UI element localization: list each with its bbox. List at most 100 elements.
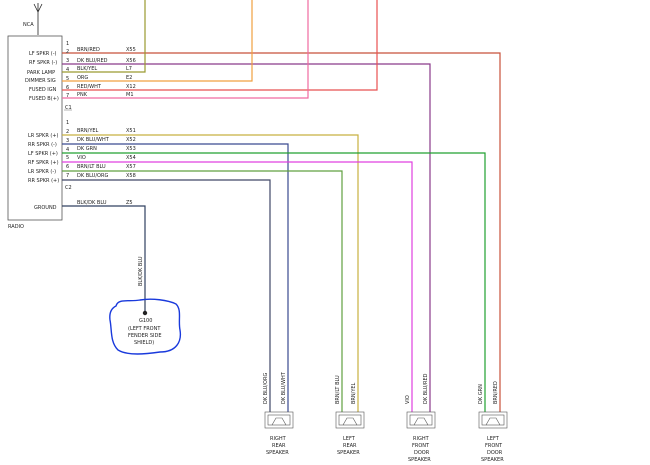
ground-point: BLK/DK BLU G100 (LEFT FRONT FENDER SIDE … [109, 256, 182, 355]
c1-pin-3: RF SPKR (-) 3 DK BLU/RED X56 [29, 58, 136, 66]
svg-text:DK GRN: DK GRN [77, 146, 97, 152]
c1-pin-1: 1 [66, 41, 69, 47]
c1-pin-5: DIMMER SIG 5 ORG E2 [25, 75, 132, 84]
svg-text:SPEAKER: SPEAKER [266, 450, 289, 456]
svg-text:E2: E2 [126, 75, 132, 81]
svg-text:RIGHT: RIGHT [413, 436, 430, 442]
svg-text:REAR: REAR [272, 443, 286, 449]
pin-function: LF SPKR (-) [29, 51, 57, 57]
svg-text:2: 2 [66, 129, 69, 135]
svg-text:X57: X57 [126, 164, 136, 170]
svg-text:LEFT: LEFT [487, 436, 500, 442]
speaker-wire-label: BRN/YEL [351, 382, 357, 404]
pin-function: RF SPKR (+) [28, 160, 59, 166]
svg-text:4: 4 [66, 67, 69, 73]
connector-c1-label: C1 [65, 105, 72, 111]
svg-text:X51: X51 [126, 128, 136, 134]
svg-text:PNK: PNK [77, 92, 88, 98]
svg-text:X12: X12 [126, 84, 136, 90]
speaker-right-front-door: VIO DK BLU/RED RIGHT FRONT DOOR SPEAKER [405, 373, 436, 463]
speaker-wire-label: DK BLU/RED [423, 373, 429, 404]
connector-c2-label: C2 [65, 185, 72, 191]
svg-text:M1: M1 [126, 92, 134, 98]
c1-pin-4: PARK LAMP 4 BLK/YEL L7 [27, 66, 132, 76]
c1-pins: 1 LF SPKR (-) 2 BRN/RED X55 RF SPKR (-) … [25, 41, 136, 102]
svg-text:LEFT: LEFT [343, 436, 356, 442]
speaker-wire-label: VIO [405, 395, 411, 404]
pin-function: LR SPKR (+) [28, 133, 59, 139]
pin-function: GROUND [34, 205, 57, 211]
speaker-wire-label: BRN/RED [493, 381, 499, 404]
speaker-left-rear: BRN/LT BLU BRN/YEL LEFT REAR SPEAKER [335, 375, 365, 456]
svg-text:SPEAKER: SPEAKER [408, 457, 431, 463]
svg-text:REAR: REAR [343, 443, 357, 449]
svg-text:RIGHT: RIGHT [270, 436, 287, 442]
c1-pin-7: FUSED B(+) 7 PNK M1 [29, 92, 134, 102]
svg-text:X55: X55 [126, 47, 136, 53]
ground-id: G100 [139, 318, 152, 324]
svg-text:6: 6 [66, 85, 69, 91]
wires [62, 0, 501, 412]
svg-text:FRONT: FRONT [412, 443, 430, 449]
svg-text:6: 6 [66, 164, 69, 170]
speaker-wire-label: DK GRN [478, 384, 484, 404]
svg-text:DK BLU/RED: DK BLU/RED [77, 58, 108, 64]
ground-row: GROUND BLK/DK BLU Z5 [34, 200, 133, 211]
speaker-icon [413, 417, 429, 426]
pin-function: DIMMER SIG [25, 78, 56, 84]
ground-location-line1: (LEFT FRONT [128, 326, 161, 332]
c2-pins: 1 LR SPKR (+) 2 BRN/YEL X51 RR SPKR (-) … [28, 120, 136, 184]
speaker-wire-label: BRN/LT BLU [335, 375, 341, 404]
radio-label: RADIO [8, 224, 24, 230]
svg-text:Z5: Z5 [126, 200, 133, 206]
svg-text:L7: L7 [126, 66, 132, 72]
svg-text:DK BLU/WHT: DK BLU/WHT [77, 137, 110, 143]
speaker-icon [485, 417, 501, 426]
pin-function: LF SPKR (+) [28, 151, 58, 157]
speaker-icon [271, 417, 287, 426]
ground-wire-label: BLK/DK BLU [138, 256, 144, 286]
svg-text:DOOR: DOOR [487, 450, 503, 456]
svg-text:SPEAKER: SPEAKER [481, 457, 504, 463]
svg-text:RED/WHT: RED/WHT [77, 84, 102, 90]
svg-text:X54: X54 [126, 155, 136, 161]
pin-function: RR SPKR (-) [28, 142, 57, 148]
c1-pin-6: FUSED IGN 6 RED/WHT X12 [29, 84, 136, 93]
svg-text:3: 3 [66, 58, 69, 64]
svg-text:1: 1 [66, 41, 69, 47]
ground-location-line2: FENDER SIDE [128, 333, 162, 339]
svg-text:2: 2 [66, 49, 69, 55]
svg-text:1: 1 [66, 120, 69, 126]
svg-text:BLK/YEL: BLK/YEL [77, 66, 97, 72]
svg-text:SPEAKER: SPEAKER [337, 450, 360, 456]
svg-text:X56: X56 [126, 58, 136, 64]
pin-function: FUSED B(+) [29, 96, 59, 102]
c1-pin-2: LF SPKR (-) 2 BRN/RED X55 [29, 47, 136, 57]
svg-text:BRN/LT BLU: BRN/LT BLU [77, 164, 106, 170]
svg-text:X52: X52 [126, 137, 136, 143]
svg-text:3: 3 [66, 138, 69, 144]
svg-text:VIO: VIO [77, 155, 86, 161]
svg-text:5: 5 [66, 155, 69, 161]
pin-function: RR SPKR (+) [28, 178, 59, 184]
svg-text:ORG: ORG [77, 75, 88, 81]
svg-text:5: 5 [66, 76, 69, 82]
speaker-left-front-door: DK GRN BRN/RED LEFT FRONT DOOR SPEAKER [478, 381, 508, 463]
c2-pin-1: 1 [66, 120, 69, 126]
speaker-wire-label: DK BLU/WHT [281, 371, 287, 404]
svg-text:X58: X58 [126, 173, 136, 179]
pin-function: FUSED IGN [29, 87, 57, 93]
radio-unit: RADIO C1 C2 [7, 35, 72, 230]
svg-text:DOOR: DOOR [414, 450, 430, 456]
pin-function: LR SPKR (-) [28, 169, 56, 175]
hand-drawn-circle-annotation [109, 298, 182, 355]
svg-text:BRN/RED: BRN/RED [77, 47, 100, 53]
ground-location-line3: SHIELD) [134, 340, 154, 346]
svg-text:BRN/YEL: BRN/YEL [77, 128, 99, 134]
svg-text:X53: X53 [126, 146, 136, 152]
speaker-right-rear: DK BLU/ORG DK BLU/WHT RIGHT REAR SPEAKER [263, 371, 294, 456]
svg-text:4: 4 [66, 147, 69, 153]
speaker-icon [342, 417, 358, 426]
c2-pin-7: RR SPKR (+) 7 DK BLU/ORG X58 [28, 173, 136, 184]
c2-pin-4: LF SPKR (+) 4 DK GRN X53 [28, 146, 136, 157]
